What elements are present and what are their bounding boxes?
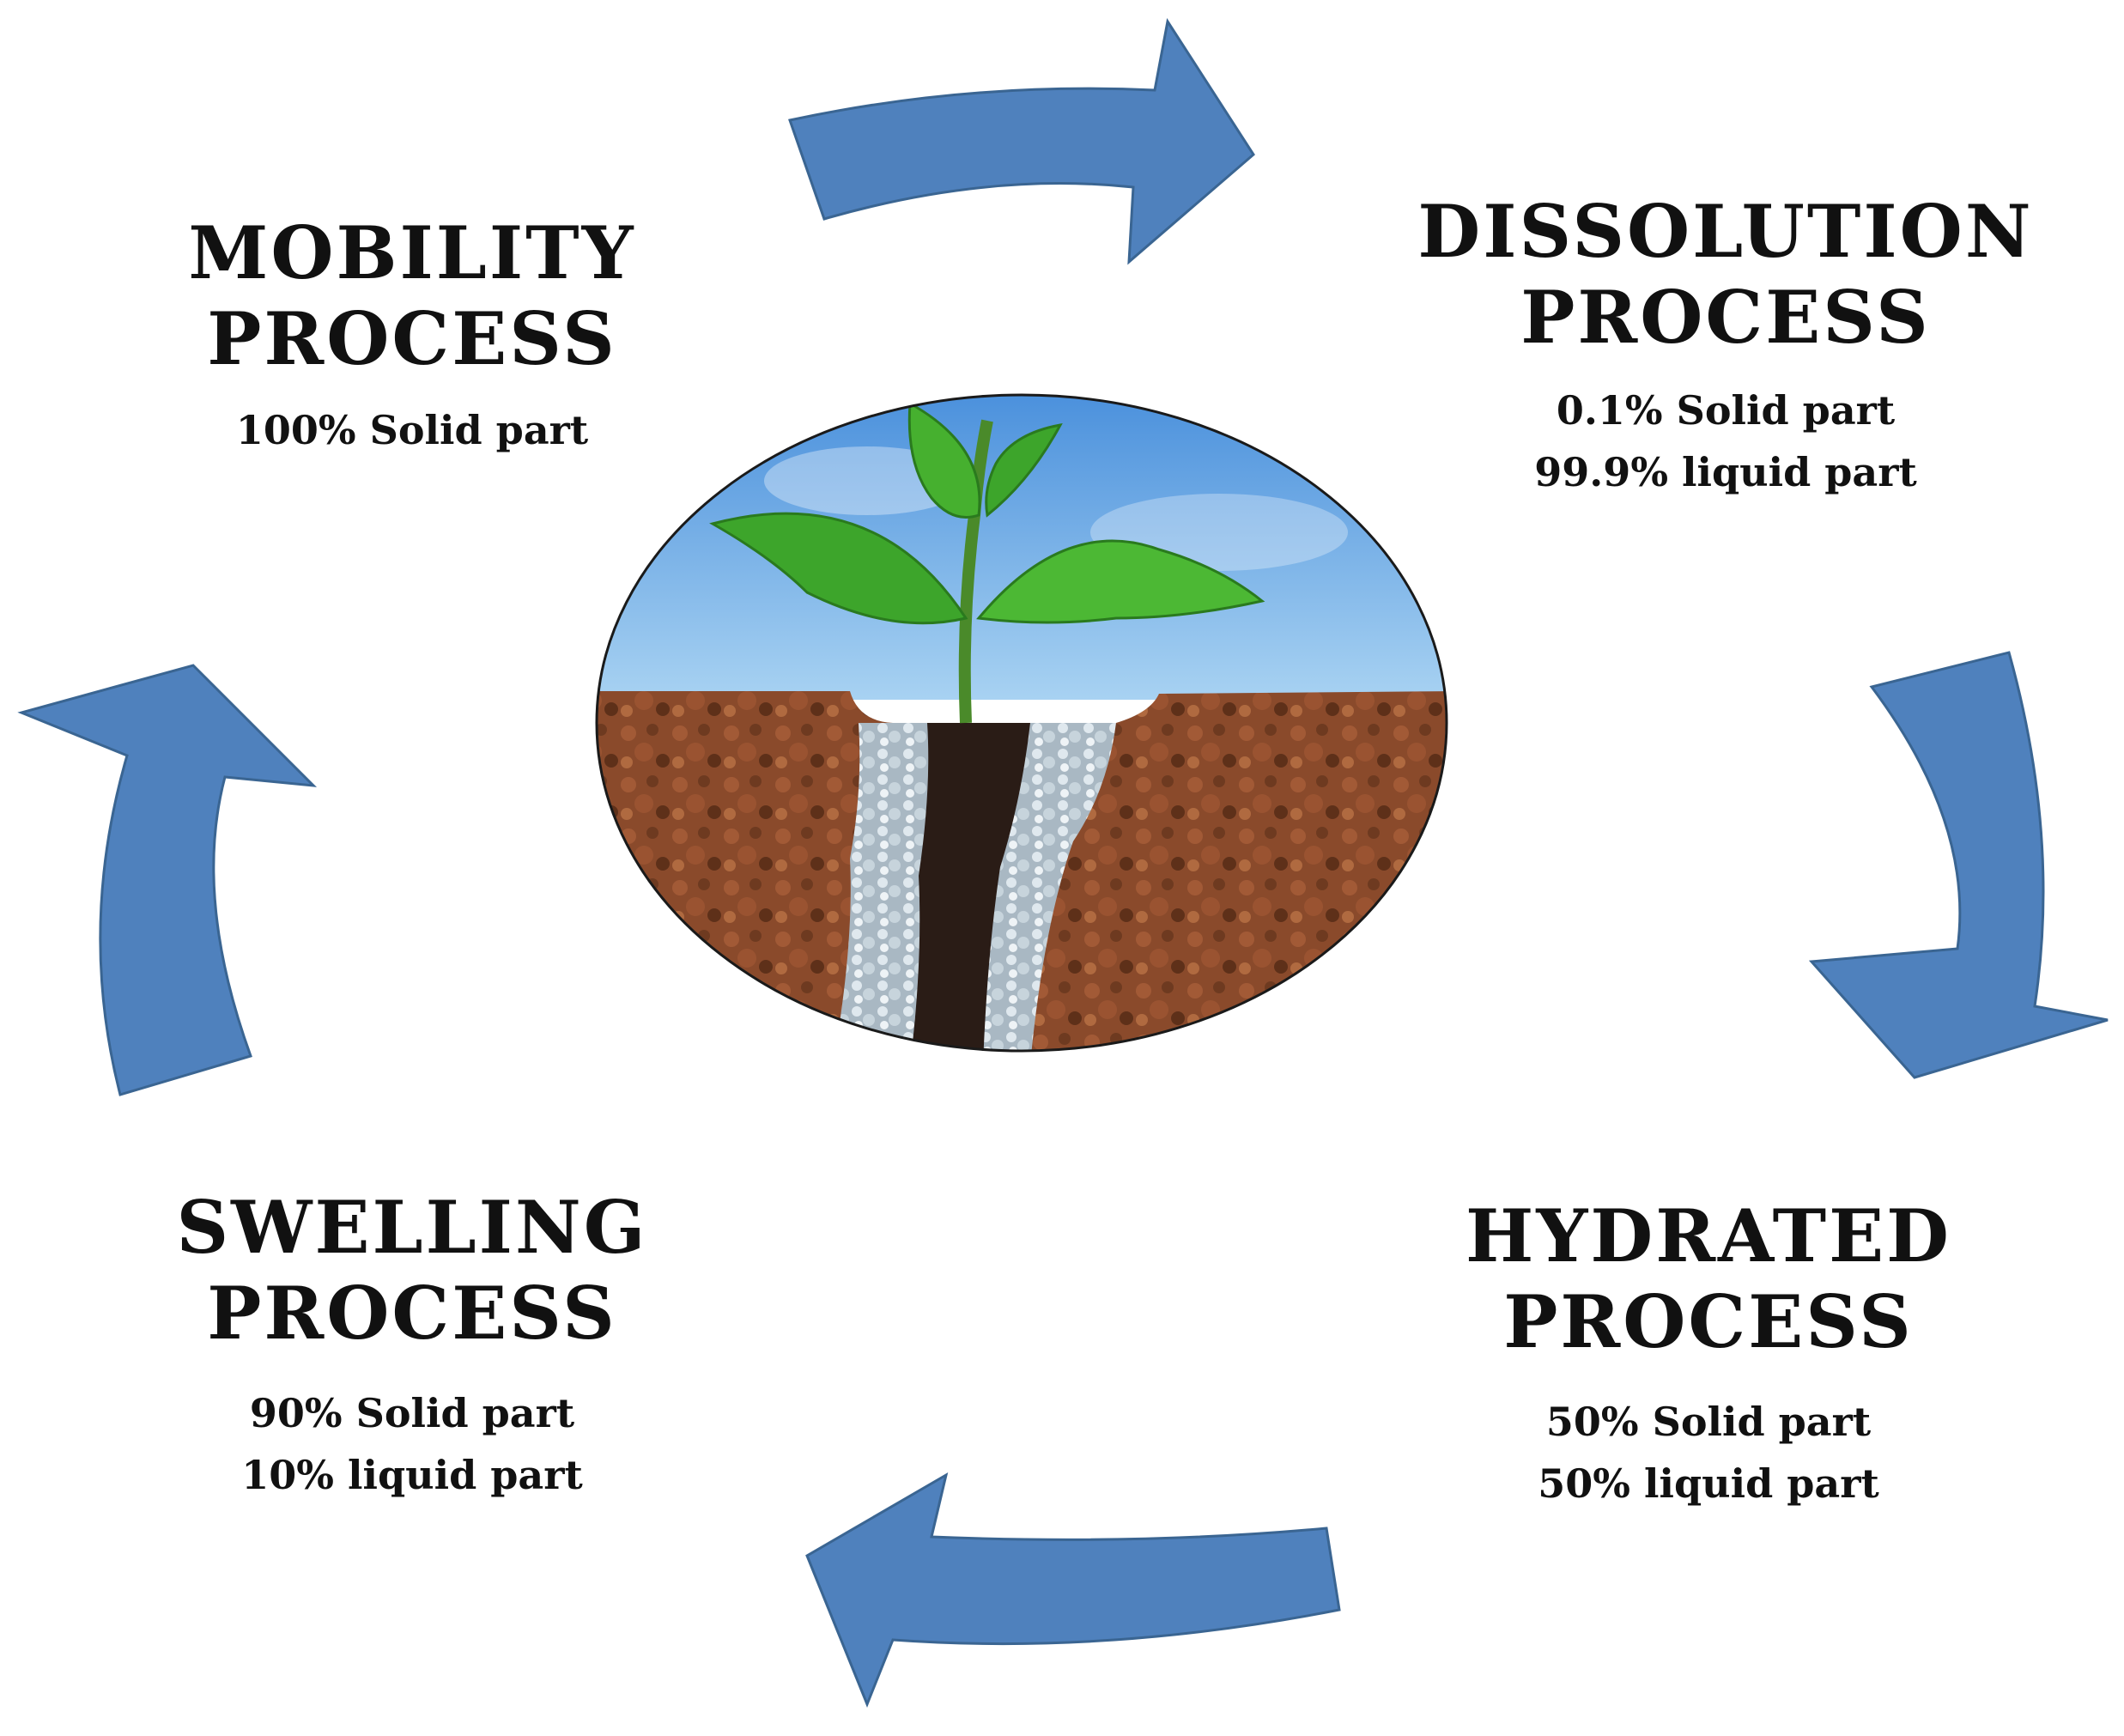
stage-detail-solid: 50% Solid part bbox=[1545, 1399, 1872, 1445]
stage-title-line1: HYDRATED bbox=[1466, 1193, 1951, 1278]
stage-mobility: MOBILITY PROCESS 100% Solid part bbox=[155, 210, 670, 461]
stage-title-line2: PROCESS bbox=[207, 1271, 617, 1356]
stage-title-line2: PROCESS bbox=[1503, 1279, 1914, 1364]
center-image-frame bbox=[595, 393, 1448, 1053]
stage-title-line1: SWELLING bbox=[176, 1185, 648, 1270]
stage-detail-liquid: 50% liquid part bbox=[1538, 1460, 1879, 1507]
leaf-top-right bbox=[985, 422, 1063, 518]
arrow-hydrated-to-swelling bbox=[805, 1472, 1341, 1709]
leaf-right bbox=[976, 539, 1265, 624]
stage-hydrated: HYDRATED PROCESS 50% Solid part 50% liqu… bbox=[1442, 1193, 1975, 1514]
leaf-left bbox=[709, 512, 968, 625]
arrow-swelling-to-mobility bbox=[17, 664, 318, 1096]
stage-detail: 100% Solid part bbox=[235, 407, 589, 453]
stage-detail-solid: 90% Solid part bbox=[249, 1390, 575, 1436]
stage-swelling: SWELLING PROCESS 90% Solid part 10% liqu… bbox=[137, 1185, 687, 1506]
stage-title-line1: DISSOLUTION bbox=[1417, 189, 2034, 274]
arrow-mobility-to-dissolution bbox=[788, 18, 1255, 265]
stage-detail-solid: 0.1% Solid part bbox=[1556, 387, 1896, 434]
stage-title-line2: PROCESS bbox=[1520, 275, 1931, 360]
arrow-dissolution-to-hydrated bbox=[1808, 651, 2109, 1079]
stage-detail-liquid: 10% liquid part bbox=[241, 1452, 583, 1498]
leaf-top-left bbox=[907, 401, 981, 519]
cycle-arrows bbox=[17, 18, 2109, 1709]
plant-in-soil-icon bbox=[597, 395, 1447, 1051]
stage-title-line2: PROCESS bbox=[207, 296, 617, 381]
stage-detail-liquid: 99.9% liquid part bbox=[1534, 449, 1917, 495]
stage-title-line1: MOBILITY bbox=[188, 210, 636, 295]
stage-dissolution: DISSOLUTION PROCESS 0.1% Solid part 99.9… bbox=[1391, 189, 2060, 503]
root-core bbox=[910, 723, 1030, 1051]
stem bbox=[958, 419, 993, 724]
